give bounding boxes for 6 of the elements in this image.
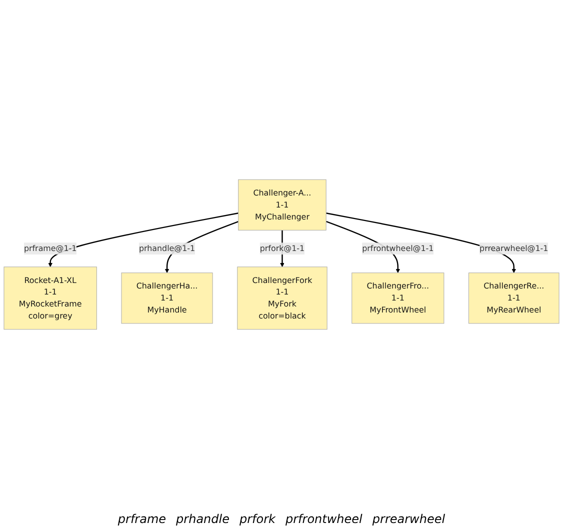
- arrow: [48, 212, 238, 268]
- role-label: prframe: [118, 512, 166, 526]
- role-label: prhandle: [176, 512, 230, 526]
- role-label: prrearwheel: [372, 512, 446, 526]
- role-label: prfork: [240, 512, 276, 526]
- role-label: prfrontwheel: [286, 512, 362, 526]
